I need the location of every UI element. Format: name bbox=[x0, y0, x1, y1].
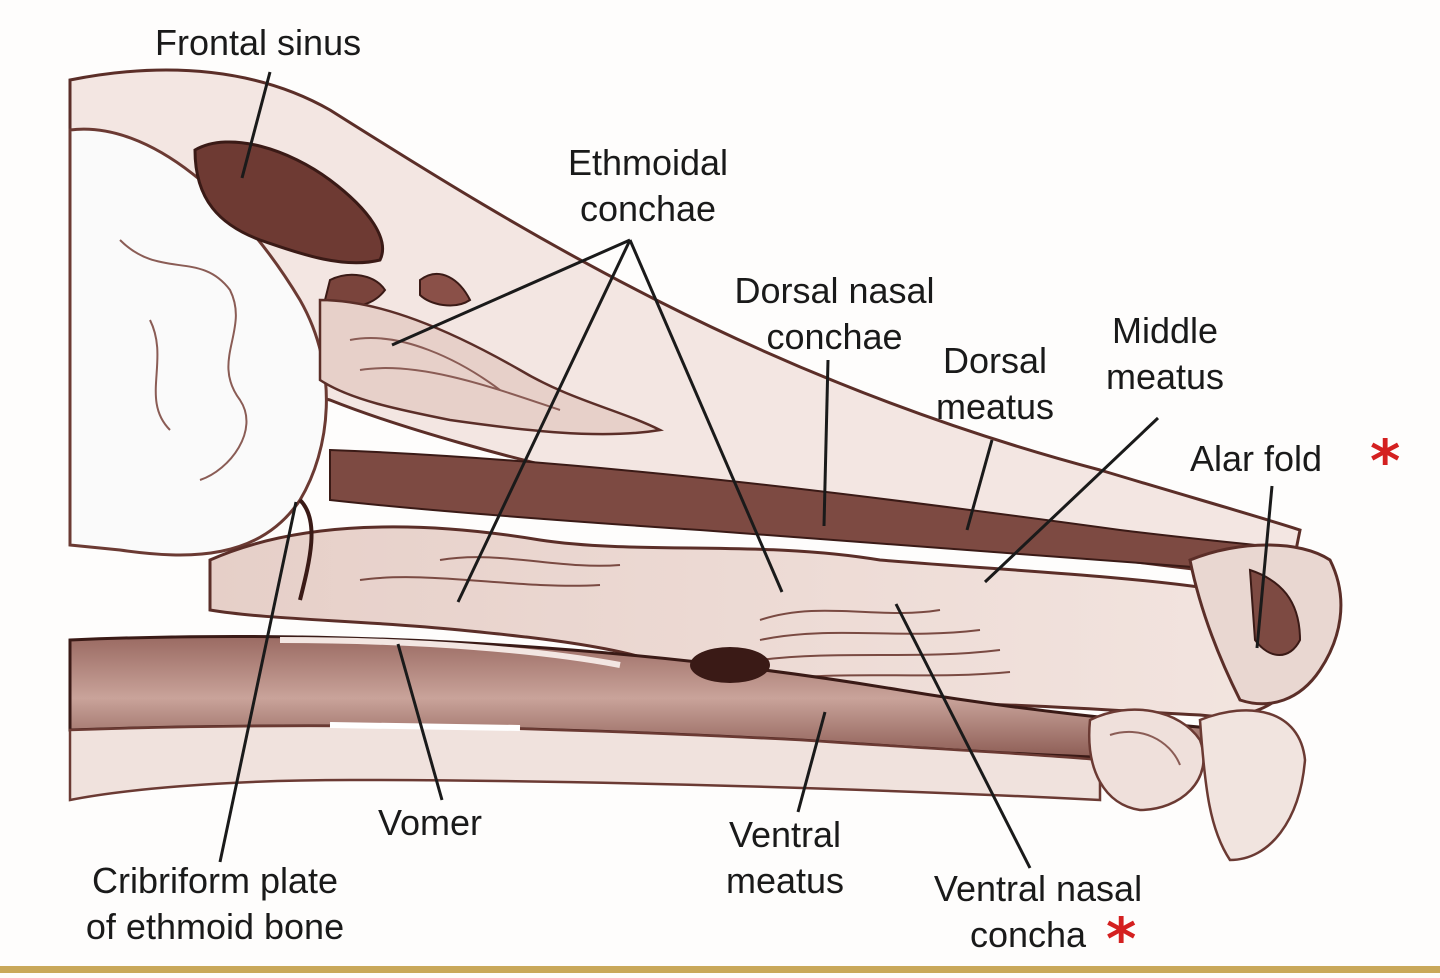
label-line: meatus bbox=[935, 386, 1055, 427]
label-cribriform-plate: Cribriform plate of ethmoid bone bbox=[60, 858, 370, 950]
label-ethmoidal-conchae: Ethmoidal conchae bbox=[548, 140, 748, 232]
label-line: of ethmoid bone bbox=[85, 906, 345, 947]
ventral-nasal-concha-asterisk: * bbox=[1106, 905, 1137, 973]
upper-lip bbox=[1088, 708, 1205, 812]
label-line: Middle bbox=[1111, 310, 1219, 351]
label-line: Cribriform plate bbox=[91, 860, 339, 901]
label-middle-meatus: Middle meatus bbox=[1090, 308, 1240, 400]
bottom-rule bbox=[0, 966, 1440, 973]
label-vomer: Vomer bbox=[378, 802, 483, 843]
label-dorsal-meatus: Dorsal meatus bbox=[920, 338, 1070, 430]
label-ventral-nasal-concha: Ventral nasal concha bbox=[910, 866, 1166, 958]
chin-pad bbox=[1198, 709, 1307, 862]
label-ventral-meatus: Ventral meatus bbox=[705, 812, 865, 904]
alar-fold-asterisk: * bbox=[1370, 427, 1401, 495]
label-alar-fold: Alar fold bbox=[1190, 438, 1323, 479]
label-frontal-sinus: Frontal sinus bbox=[155, 22, 362, 63]
label-line: Ventral bbox=[728, 814, 842, 855]
label-line: concha bbox=[969, 914, 1087, 955]
label-line: conchae bbox=[579, 188, 717, 229]
leader-lines bbox=[218, 71, 1274, 869]
label-line: Dorsal bbox=[942, 340, 1048, 381]
braincase bbox=[68, 127, 328, 557]
label-line: conchae bbox=[766, 316, 903, 357]
ethmoidal-region bbox=[318, 298, 665, 436]
cribriform-plate bbox=[298, 498, 314, 601]
label-line: meatus bbox=[1105, 356, 1225, 397]
label-dorsal-nasal-conchae: Dorsal nasal conchae bbox=[712, 268, 957, 360]
label-line: meatus bbox=[725, 860, 845, 901]
label-line: Dorsal nasal bbox=[734, 270, 935, 311]
frontal-sinus-cavity bbox=[193, 140, 385, 265]
label-line: Ventral nasal bbox=[933, 868, 1143, 909]
label-line: Ethmoidal bbox=[567, 142, 729, 183]
